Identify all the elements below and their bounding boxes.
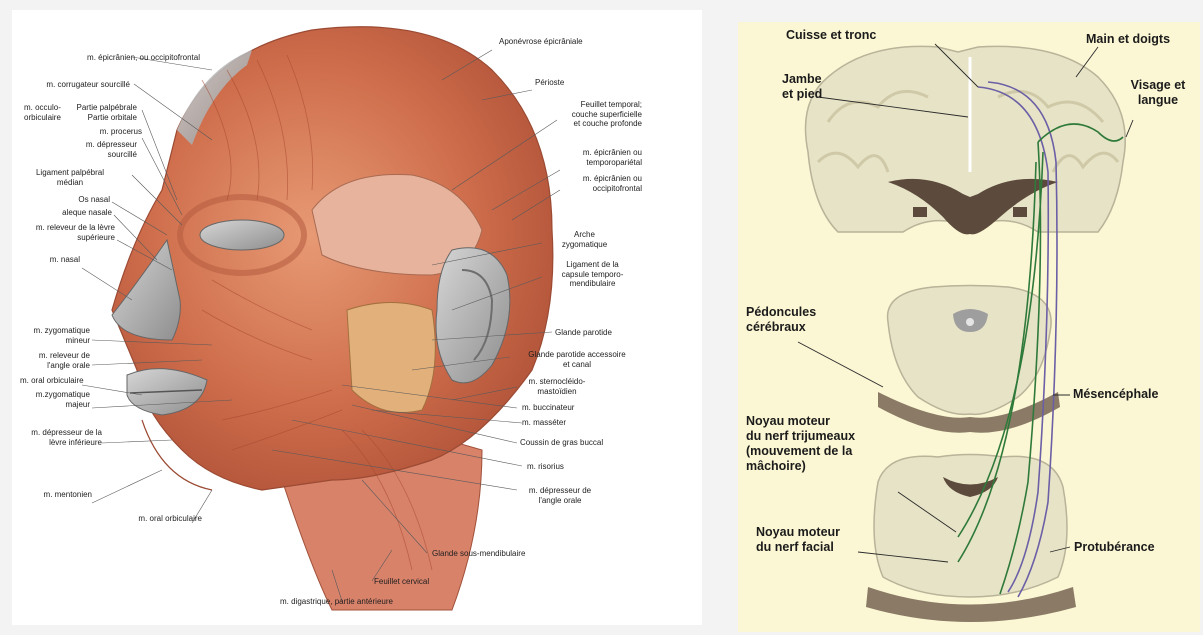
- anatomy-label: m. risorius: [527, 462, 564, 472]
- anatomy-label: m. sternocléido- mastoïdien: [517, 377, 597, 396]
- anatomy-label: m. releveur de l'angle orale: [20, 351, 90, 370]
- eye: [200, 220, 284, 250]
- anatomy-label: Partie palpébrale Partie orbitale: [67, 103, 137, 122]
- label-mesencephale: Mésencéphale: [1073, 387, 1158, 402]
- facial-muscles-panel: m. épicrânien, ou occipitofrontal m. cor…: [12, 10, 702, 625]
- anatomy-label: Aponévrose épicrâniale: [499, 37, 583, 47]
- label-pedoncules: Pédoncules cérébraux: [746, 305, 816, 335]
- anatomy-label: m. mentonien: [20, 490, 92, 500]
- anatomy-label: Ligament de la capsule temporo- mendibul…: [550, 260, 635, 289]
- anatomy-label: m. dépresseur de la lèvre inférieure: [20, 428, 102, 447]
- anatomy-label: Arche zygomatique: [552, 230, 617, 249]
- anatomy-label: m. procerus: [52, 127, 142, 137]
- anatomy-label: aleque nasale: [42, 208, 112, 218]
- anatomy-label: m. zygomatique mineur: [20, 326, 90, 345]
- anatomy-label: m. corrugateur sourcillé: [20, 80, 130, 90]
- anatomy-label: m. épicrânien, ou occipitofrontal: [20, 53, 200, 63]
- anatomy-label: Glande parotide: [555, 328, 612, 338]
- anatomy-label: m. buccinateur: [522, 403, 574, 413]
- parotid-gland: [347, 303, 435, 413]
- anatomy-label: m. dépresseur de l'angle orale: [510, 486, 610, 505]
- anatomy-label: m. oral orbiculaire: [102, 514, 202, 524]
- label-jambe-pied: Jambe et pied: [782, 72, 822, 102]
- anatomy-label: Ligament palpébral médian: [20, 168, 120, 187]
- label-protuberance: Protubérance: [1074, 540, 1155, 555]
- motor-pathway-panel: Cuisse et tronc Main et doigts Jambe et …: [738, 22, 1200, 632]
- pons-section: [874, 455, 1067, 598]
- anatomy-label: m. nasal: [20, 255, 80, 265]
- anatomy-label: Coussin de gras buccal: [520, 438, 603, 448]
- label-visage-langue: Visage et langue: [1118, 78, 1198, 108]
- anatomy-label: Périoste: [535, 78, 564, 88]
- label-noyau-trijumeaux: Noyau moteur du nerf trijumeaux (mouveme…: [746, 414, 855, 474]
- anatomy-label: m. oral orbiculaire: [20, 376, 80, 386]
- anatomy-label: m. dépresseur sourcillé: [52, 140, 137, 159]
- label-main-doigts: Main et doigts: [1086, 32, 1170, 47]
- anatomy-label: Os nasal: [42, 195, 110, 205]
- anatomy-label: Glande parotide accessoire et canal: [507, 350, 647, 369]
- label-cuisse-tronc: Cuisse et tronc: [786, 28, 876, 43]
- anatomy-label: m. masséter: [522, 418, 566, 428]
- anatomy-label: Feuillet cervical: [374, 577, 429, 587]
- label-noyau-facial: Noyau moteur du nerf facial: [756, 525, 840, 555]
- anatomy-label: Feuillet temporal; couche superficielle …: [517, 100, 642, 129]
- anatomy-label: m. épicrânien ou occipitofrontal: [537, 174, 642, 193]
- anatomy-label: m. épicrânien ou temporopariétal: [537, 148, 642, 167]
- anatomy-label: m.zygomatique majeur: [20, 390, 90, 409]
- anatomy-label: Glande sous-mendibulaire: [432, 549, 525, 559]
- anatomy-label: m. releveur de la lèvre supérieure: [20, 223, 115, 242]
- anatomy-label: m. digastrique, partie antérieure: [280, 597, 393, 607]
